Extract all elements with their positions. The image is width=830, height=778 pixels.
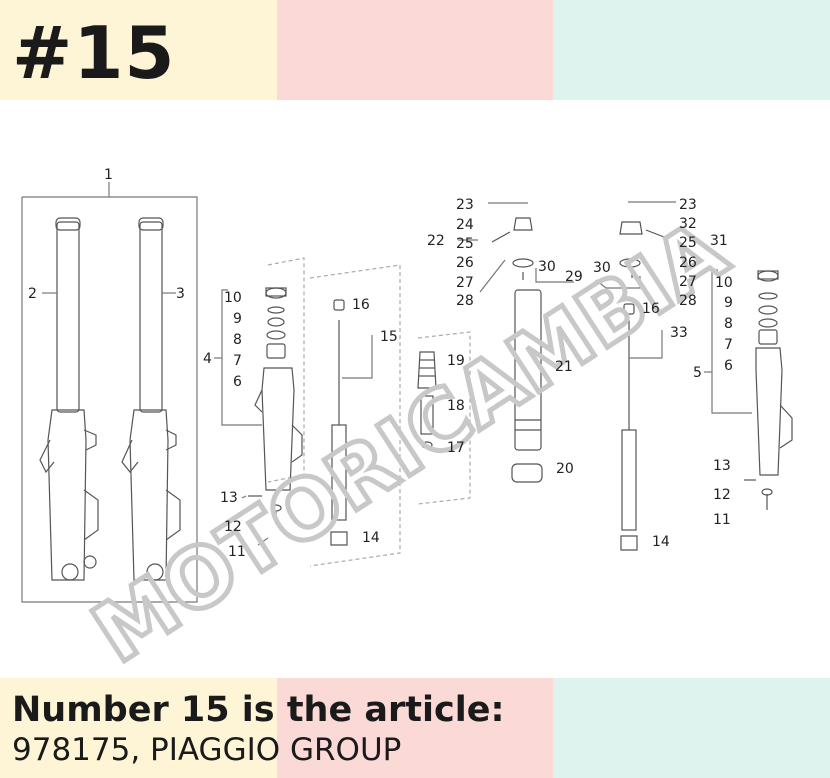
part-label: 11 — [713, 512, 731, 528]
part-label: 27 — [679, 274, 697, 290]
part-label: 7 — [724, 337, 733, 353]
part-label: 8 — [233, 332, 242, 348]
part-label: 28 — [679, 293, 697, 309]
band-pink — [277, 678, 553, 778]
part-label: 24 — [456, 217, 474, 233]
part-label: 14 — [362, 530, 380, 546]
part-label: 33 — [670, 325, 688, 341]
part-label: 22 — [427, 233, 445, 249]
part-label: 25 — [679, 235, 697, 251]
part-label: 31 — [710, 233, 728, 249]
part-label: 25 — [456, 236, 474, 252]
part-label: 29 — [565, 269, 583, 285]
fork-exploded-diagram: MOTORICAMBIA 1 2 3 4 10 9 8 7 6 13 12 11… — [21, 167, 793, 678]
page-title: #15 — [12, 11, 176, 95]
band-pink — [277, 0, 553, 100]
part-label: 9 — [233, 311, 242, 327]
band-mint — [553, 0, 830, 100]
part-label: 6 — [724, 358, 733, 374]
band-yellow — [0, 678, 277, 778]
part-label: 1 — [104, 167, 113, 183]
part-label: 13 — [713, 458, 731, 474]
part-label: 19 — [447, 353, 465, 369]
part-label: 20 — [556, 461, 574, 477]
part-label: 3 — [176, 286, 185, 302]
part-label: 30 — [593, 260, 611, 276]
part-label: 18 — [447, 398, 465, 414]
part-label: 2 — [28, 286, 37, 302]
article-number-brand: 978175, PIAGGIO GROUP — [12, 732, 402, 768]
part-label: 10 — [224, 290, 242, 306]
part-label: 11 — [228, 544, 246, 560]
part-label: 12 — [224, 519, 242, 535]
part-label: 8 — [724, 316, 733, 332]
footer-color-band — [0, 678, 830, 778]
watermark-text: MOTORICAMBIA — [77, 203, 743, 678]
part-label: 6 — [233, 374, 242, 390]
part-label: 15 — [380, 329, 398, 345]
part-label: 10 — [715, 275, 733, 291]
part-label: 32 — [679, 216, 697, 232]
part-label: 21 — [555, 359, 573, 375]
part-label: 7 — [233, 353, 242, 369]
part-label: 28 — [456, 293, 474, 309]
part-label: 26 — [679, 255, 697, 271]
part-label: 27 — [456, 275, 474, 291]
part-label: 12 — [713, 487, 731, 503]
part-label: 23 — [456, 197, 474, 213]
part-label: 9 — [724, 295, 733, 311]
part-label: 4 — [203, 351, 212, 367]
band-yellow — [0, 0, 277, 100]
article-caption-heading: Number 15 is the article: — [12, 690, 505, 730]
band-mint — [553, 678, 830, 778]
part-label: 5 — [693, 365, 702, 381]
part-label: 26 — [456, 255, 474, 271]
part-label: 16 — [352, 297, 370, 313]
part-label: 13 — [220, 490, 238, 506]
part-label: 30 — [538, 259, 556, 275]
header-color-band — [0, 0, 830, 100]
part-label: 17 — [447, 440, 465, 456]
part-label: 14 — [652, 534, 670, 550]
part-label: 23 — [679, 197, 697, 213]
part-label: 16 — [642, 301, 660, 317]
